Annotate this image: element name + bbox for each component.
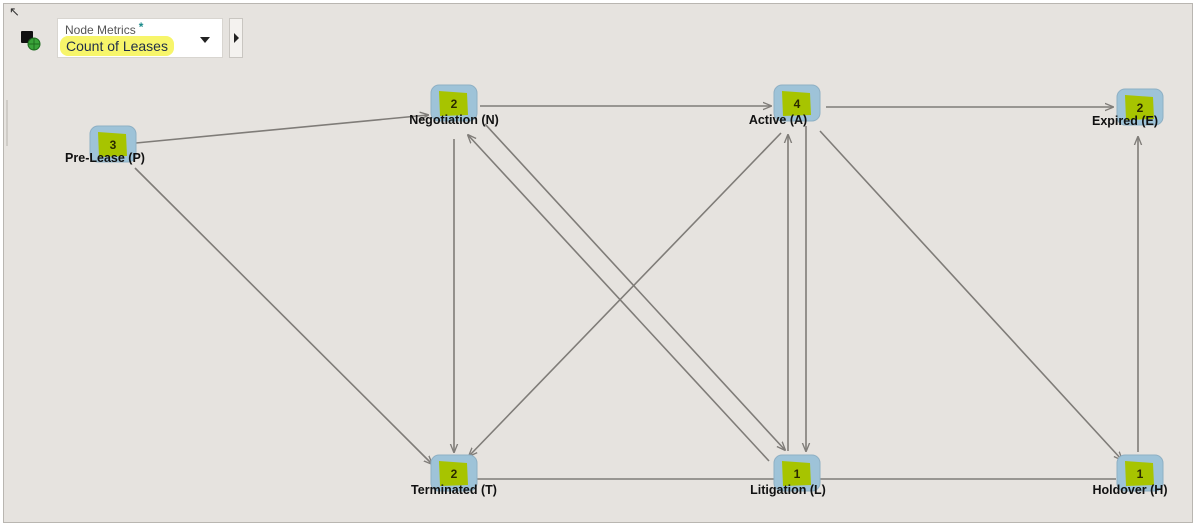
node-count: 1 xyxy=(794,467,801,481)
edge-P-to-N[interactable] xyxy=(135,115,428,144)
node-count: 3 xyxy=(110,138,117,152)
edge-A-to-T[interactable] xyxy=(469,132,782,456)
panel-splitter[interactable] xyxy=(6,100,8,146)
expand-panel-button[interactable] xyxy=(229,18,243,58)
collapse-arrow-icon[interactable]: ↖ xyxy=(9,4,20,19)
edge-P-to-T[interactable] xyxy=(134,167,432,464)
node-fill xyxy=(1125,95,1154,120)
node-label: Holdover (H) xyxy=(1093,483,1168,497)
node-count: 2 xyxy=(1137,101,1144,115)
edge-L-to-N[interactable] xyxy=(468,135,770,462)
process-map-canvas[interactable] xyxy=(3,3,1193,523)
node-label: Negotiation (N) xyxy=(409,113,499,127)
node-label: Active (A) xyxy=(749,113,807,127)
node-label: Terminated (T) xyxy=(411,483,497,497)
node-fill xyxy=(782,461,811,486)
node-fill xyxy=(98,132,127,157)
node-fill xyxy=(1125,461,1154,486)
node-label: Litigation (L) xyxy=(750,483,826,497)
node-fill xyxy=(439,91,468,116)
node-fill xyxy=(439,461,468,486)
edge-A-to-H[interactable] xyxy=(819,130,1122,460)
node-count: 2 xyxy=(451,97,458,111)
node-metrics-dropdown[interactable]: Node Metrics* Count of Leases xyxy=(57,18,223,58)
chevron-right-icon xyxy=(234,33,239,43)
node-count: 1 xyxy=(1137,467,1144,481)
node-metrics-selected-value: Count of Leases xyxy=(60,36,174,56)
node-label: Pre-Lease (P) xyxy=(65,151,145,165)
required-marker: * xyxy=(138,20,144,34)
node-metrics-label: Node Metrics* xyxy=(65,20,144,37)
node-fill xyxy=(782,91,811,116)
chevron-down-icon[interactable] xyxy=(200,37,210,43)
layers-globe-icon[interactable] xyxy=(20,30,42,52)
node-label: Expired (E) xyxy=(1092,114,1158,128)
edge-N-to-L[interactable] xyxy=(484,123,785,450)
node-count: 2 xyxy=(451,467,458,481)
node-count: 4 xyxy=(794,97,801,111)
